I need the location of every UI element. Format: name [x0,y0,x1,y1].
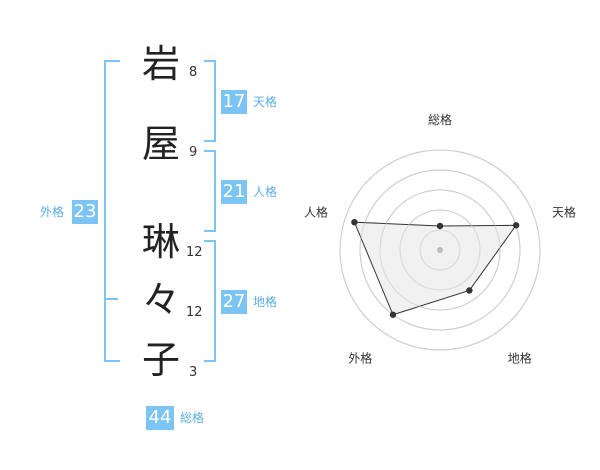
radar-axis-label-2: 天格 [552,204,576,219]
gaikaku-bracket-tick [104,298,118,300]
radar-area [353,221,518,316]
radar-axis-label-4: 外格 [348,351,372,366]
stroke-count-2: 9 [189,145,198,160]
radar-axis-label-5: 人格 [304,204,328,219]
tenkaku-label: 天格 [253,95,278,109]
jinkaku-value: 21 [221,180,247,204]
radar-point-3 [466,287,473,294]
tenkaku-value: 17 [221,90,247,114]
radar-point-1 [436,222,444,230]
radar-point-5 [351,218,358,226]
gaikaku-label: 外格 [40,205,65,219]
stroke-count-3: 12 [186,245,203,260]
radar-ring-overlay-1 [419,229,461,271]
radar-ring-overlay-4 [359,169,521,331]
stroke-count-1: 8 [189,65,198,80]
gaikaku-bracket [104,60,120,362]
name-char-2: 屋 [141,122,180,166]
jinkaku-label: 人格 [253,185,278,199]
radar-ring-overlay-3 [379,189,501,311]
stroke-count-5: 3 [189,365,198,380]
radar-ring-overlay-5 [339,149,541,351]
stroke-count-4: 12 [186,305,203,320]
radar-center-dot [437,247,443,253]
name-char-1: 岩 [141,42,180,86]
name-char-5: 子 [141,338,180,382]
radar-axis-label-3: 地格 [508,351,532,366]
name-char-4: 々 [141,278,180,322]
tenkaku-bracket [204,60,216,142]
soukaku-label: 総格 [180,411,205,425]
chikaku-bracket [204,240,216,362]
gaikaku-value: 23 [72,200,98,224]
soukaku-value: 44 [146,406,174,430]
name-char-3: 琳 [141,220,180,264]
chikaku-label: 地格 [253,295,278,309]
radar-axis-label-1: 総格 [428,112,452,127]
radar-point-4 [389,311,397,318]
radar-point-2 [512,222,520,229]
chikaku-value: 27 [221,290,247,314]
radar-ring-overlay-2 [399,209,481,291]
jinkaku-bracket [204,150,216,232]
